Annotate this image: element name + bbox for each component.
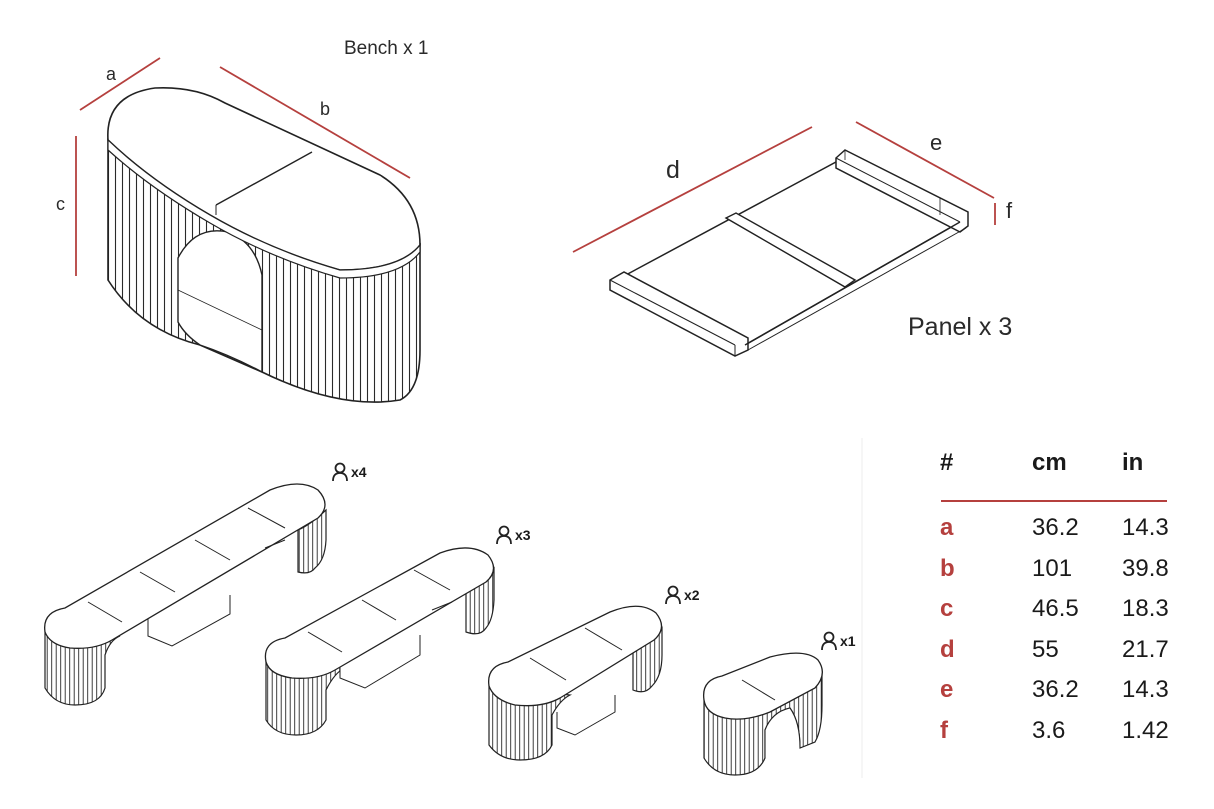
config-x4-drawing — [44, 483, 327, 706]
row-key: b — [940, 554, 955, 582]
table-header-row: # cm in — [940, 440, 1169, 486]
table-row: b 101 39.8 — [940, 549, 1169, 590]
dimensions-table: # cm in a 36.2 14.3 b 101 39.8 c 46.5 18… — [940, 440, 1169, 751]
dim-label-d: d — [666, 156, 680, 184]
seat-count-label: x3 — [515, 527, 531, 543]
seat-count-x3: x3 — [495, 525, 531, 545]
bench-dimension-lines — [75, 57, 411, 276]
row-key: d — [940, 635, 955, 663]
seat-count-label: x2 — [684, 587, 700, 603]
row-cm: 36.2 — [1032, 676, 1079, 704]
bench-title: Bench x 1 — [344, 38, 429, 59]
header-in: in — [1122, 449, 1144, 476]
table-row: d 55 21.7 — [940, 630, 1169, 671]
config-x2-drawing — [487, 605, 663, 761]
person-icon — [496, 525, 512, 545]
table-row: e 36.2 14.3 — [940, 670, 1169, 711]
row-key: e — [940, 676, 954, 704]
table-row: a 36.2 14.3 — [940, 508, 1169, 549]
row-in: 14.3 — [1122, 676, 1169, 704]
header-cm: cm — [1032, 449, 1067, 476]
config-x3-drawing — [264, 547, 495, 736]
dim-label-f: f — [1006, 198, 1013, 223]
row-key: f — [940, 716, 948, 744]
dim-label-c: c — [56, 194, 65, 214]
person-icon — [821, 631, 837, 651]
row-cm: 46.5 — [1032, 595, 1079, 623]
row-cm: 36.2 — [1032, 514, 1079, 542]
header-key: # — [940, 449, 954, 476]
row-in: 39.8 — [1122, 554, 1169, 582]
panel-drawing — [609, 149, 969, 357]
table-row: c 46.5 18.3 — [940, 589, 1169, 630]
bench-drawing — [107, 86, 421, 403]
table-row: f 3.6 1.42 — [940, 711, 1169, 752]
row-key: a — [940, 514, 954, 542]
seat-count-label: x1 — [840, 633, 856, 649]
dim-label-e: e — [930, 130, 943, 155]
row-in: 14.3 — [1122, 514, 1169, 542]
row-key: c — [940, 595, 954, 623]
seat-count-label: x4 — [351, 464, 367, 480]
seat-count-x4: x4 — [331, 462, 367, 482]
person-icon — [665, 585, 681, 605]
panel-title: Panel x 3 — [908, 313, 1013, 341]
dim-label-b: b — [320, 99, 331, 119]
row-cm: 101 — [1032, 554, 1073, 582]
row-in: 18.3 — [1122, 595, 1169, 623]
seat-count-x1: x1 — [820, 631, 856, 651]
row-cm: 3.6 — [1032, 716, 1066, 744]
row-in: 1.42 — [1122, 716, 1169, 744]
seat-count-x2: x2 — [664, 585, 700, 605]
row-cm: 55 — [1032, 635, 1059, 663]
person-icon — [332, 462, 348, 482]
table-header-rule — [941, 500, 1167, 502]
panel-dimension-lines — [572, 121, 996, 253]
row-in: 21.7 — [1122, 635, 1169, 663]
config-x1-drawing — [702, 652, 823, 776]
dim-label-a: a — [106, 64, 117, 84]
